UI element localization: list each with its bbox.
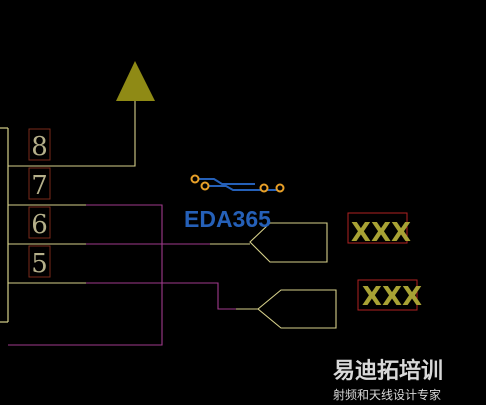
logo-text: EDA365 <box>184 206 271 232</box>
net-label-lower[interactable]: XXX <box>357 279 422 312</box>
pin-number: 7 <box>31 171 48 201</box>
wire-power-net[interactable] <box>86 101 136 167</box>
wire-yellow-nets[interactable] <box>210 243 258 310</box>
watermark-subtitle: 射频和天线设计专家 <box>333 387 441 402</box>
pin-7[interactable]: 7 <box>28 167 51 201</box>
pin-lines <box>8 165 86 284</box>
pin-8[interactable]: 8 <box>28 128 51 162</box>
port-lower[interactable] <box>257 289 337 329</box>
connector-body <box>0 127 9 323</box>
pcb-trace-icon <box>190 174 285 193</box>
wire-magenta-nets[interactable] <box>8 204 236 346</box>
power-arrow-icon[interactable] <box>116 61 155 101</box>
pin-number: 6 <box>31 210 48 240</box>
net-label-upper[interactable]: XXX <box>347 212 411 248</box>
pin-number: 8 <box>31 132 48 162</box>
pin-6[interactable]: 6 <box>28 206 51 240</box>
net-label-text: XXX <box>362 282 422 312</box>
watermark-title: 易迪拓培训 <box>333 358 443 384</box>
port-upper[interactable] <box>249 222 328 263</box>
net-label-text: XXX <box>351 218 411 248</box>
pin-5[interactable]: 5 <box>28 245 51 279</box>
watermark: 易迪拓培训 射频和天线设计专家 <box>333 358 443 402</box>
pin-number: 5 <box>31 249 48 279</box>
